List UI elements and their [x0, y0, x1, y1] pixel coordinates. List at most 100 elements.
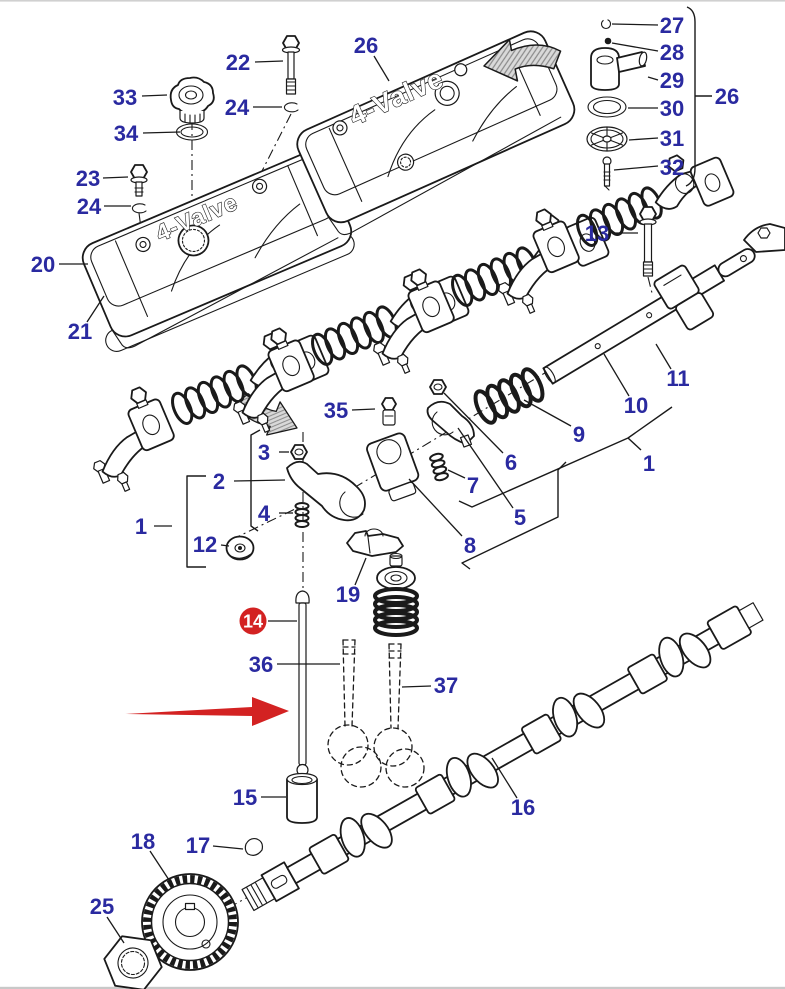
callout-label-19: 19: [336, 582, 360, 607]
bolt-22: [281, 35, 301, 95]
nut-25: [103, 935, 163, 989]
washer-24a: [283, 102, 299, 113]
rocker-shaft-10: [542, 248, 756, 385]
bolt-13: [639, 206, 657, 277]
leader-line-26: [373, 55, 390, 82]
oil-cap-33: [169, 76, 215, 124]
valve-cover-rear: 4-Valve: [296, 30, 576, 236]
leader-line-22: [254, 60, 284, 63]
highlighted-callout-14: 14: [239, 607, 297, 635]
spring-4: [294, 502, 310, 528]
callout-label-37: 37: [434, 673, 458, 698]
callout-label-26: 26: [715, 84, 739, 109]
leader-line-12: [220, 544, 230, 547]
breather-oring-30: [587, 96, 627, 118]
callout-labels: 3334222426232420212728293031322613111091…: [31, 13, 739, 919]
callout-label-2: 2: [213, 469, 225, 494]
callout-label-33: 33: [113, 85, 137, 110]
callout-label-24: 24: [225, 95, 250, 120]
breather-disc-31: [586, 126, 628, 152]
shaft-bracket-11: [653, 264, 715, 331]
valve-37: [373, 643, 425, 788]
leader-line-27: [611, 23, 659, 26]
leader-line-31: [628, 137, 659, 141]
spring-7: [429, 452, 449, 482]
leader-line-21: [86, 295, 105, 323]
breather-clip-27: [600, 18, 612, 30]
callout-label-7: 7: [467, 473, 479, 498]
leader-line-5: [457, 427, 514, 509]
highlight-circle-number: 14: [243, 612, 263, 632]
frame-bottom: [0, 986, 785, 989]
callout-label-18: 18: [131, 829, 155, 854]
bracket-8: [366, 432, 420, 502]
leader-line-10: [603, 353, 630, 397]
valve-36: [327, 639, 382, 788]
callout-label-5: 5: [514, 505, 526, 530]
callout-label-8: 8: [464, 533, 476, 558]
callout-label-27: 27: [660, 13, 684, 38]
callout-label-25: 25: [90, 894, 114, 919]
callout-label-31: 31: [660, 126, 684, 151]
callout-label-26: 26: [354, 33, 378, 58]
red-arrow-icon: [125, 697, 289, 726]
breather-ball-28: [604, 37, 612, 45]
leader-line-37: [401, 685, 432, 688]
leader-line-17: [212, 845, 244, 850]
callout-label-24: 24: [77, 194, 102, 219]
bracket-1b: [458, 406, 673, 508]
thrust-washer-12: [225, 535, 255, 561]
callout-label-3: 3: [258, 440, 270, 465]
valve-bridge-19: [346, 528, 404, 557]
nut-3-bore: [294, 448, 304, 456]
callout-label-21: 21: [68, 319, 92, 344]
frame-top: [0, 0, 785, 2]
bracket-5: [461, 461, 567, 570]
callout-label-4: 4: [258, 501, 271, 526]
leader-line-8: [408, 478, 463, 537]
spring-retainer: [376, 566, 416, 590]
leader-line-33: [141, 94, 168, 97]
callout-label-16: 16: [511, 795, 535, 820]
leader-line-2: [233, 479, 286, 482]
leader-line-25: [106, 916, 125, 944]
breather-parts: [586, 18, 648, 191]
callout-label-11: 11: [666, 366, 689, 391]
bracket-1a: [186, 475, 206, 568]
edge-rocker-fragment: [743, 223, 785, 253]
leader-line-6: [443, 392, 504, 454]
callout-label-1: 1: [643, 451, 655, 476]
callout-label-17: 17: [186, 833, 210, 858]
leader-line-29: [647, 76, 659, 81]
brace-26: [685, 6, 696, 187]
leader-line-16: [491, 757, 518, 799]
valve-cover-front: 4-Valve: [81, 151, 353, 349]
callout-label-35: 35: [324, 398, 348, 423]
callout-label-12: 12: [193, 532, 217, 557]
callout-label-13: 13: [585, 221, 609, 246]
cam-gear-18: [141, 873, 239, 971]
adjuster-35: [381, 397, 397, 426]
callout-label-32: 32: [660, 155, 684, 180]
leader-line-18: [149, 850, 172, 884]
callout-label-15: 15: [233, 785, 257, 810]
callout-label-20: 20: [31, 252, 55, 277]
callout-label-10: 10: [624, 393, 648, 418]
callout-label-28: 28: [660, 40, 684, 65]
callout-label-22: 22: [226, 50, 250, 75]
highlight-circle-icon: [239, 607, 267, 635]
tappet-15: [286, 772, 318, 824]
nut-6: [429, 379, 447, 395]
callout-label-23: 23: [76, 166, 100, 191]
leader-lines: [59, 23, 672, 944]
push-rod-14: [295, 590, 310, 777]
nut-6-bore: [433, 383, 443, 391]
leader-line-28: [611, 42, 659, 52]
leader-line-34: [142, 131, 181, 134]
valve-spring: [373, 587, 419, 637]
camshaft-16: [241, 602, 764, 912]
bolt-23: [130, 164, 148, 197]
leader-line-7: [447, 469, 466, 479]
callout-label-29: 29: [660, 68, 684, 93]
